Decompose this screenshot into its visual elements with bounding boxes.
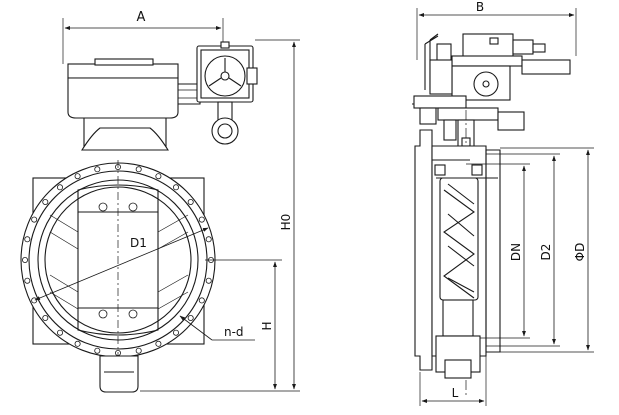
bolt-hole: [94, 166, 101, 173]
dim-d-label: ΦD: [573, 243, 587, 262]
bolt-hole: [74, 173, 81, 180]
dim-d2: D2: [486, 153, 560, 347]
bolt-hole: [57, 184, 64, 191]
bolt-hole: [42, 314, 49, 321]
bolt-hole: [187, 198, 194, 205]
bolt-hole: [187, 314, 194, 321]
dim-b-label: B: [476, 0, 484, 14]
side-body: [414, 129, 501, 379]
dim-h0-label: H0: [279, 214, 293, 231]
side-view: B: [412, 0, 594, 406]
dim-dn-label: DN: [509, 243, 523, 261]
dim-h: H: [205, 259, 282, 390]
dim-nd: n-d: [179, 315, 255, 341]
bolt-hole: [24, 277, 31, 284]
bolt-hole: [24, 236, 31, 243]
bolt-hole: [31, 297, 38, 304]
bolt-hole: [198, 216, 205, 223]
bolt-hole: [74, 340, 81, 347]
dim-l: L: [419, 356, 487, 406]
dim-h0: H0: [140, 39, 300, 392]
bolt-hole: [135, 166, 142, 173]
bolt-hole: [205, 277, 212, 284]
dim-d1-label: D1: [130, 236, 147, 250]
bolt-hole: [42, 198, 49, 205]
bolt-hole: [57, 329, 64, 336]
bolt-hole: [31, 216, 38, 223]
dim-b: B: [416, 0, 577, 60]
bolt-hole: [172, 184, 179, 191]
dim-h-label: H: [260, 321, 274, 330]
dim-d: ΦD: [500, 147, 594, 353]
dim-d1: D1: [34, 227, 209, 301]
bolt-hole: [21, 256, 28, 263]
bolt-hole: [198, 297, 205, 304]
handwheel-icon: [204, 55, 246, 97]
dim-l-label: L: [452, 386, 459, 400]
bolt-hole: [155, 340, 162, 347]
bolt-hole: [135, 347, 142, 354]
dim-dn: DN: [466, 163, 530, 339]
dim-d2-label: D2: [539, 244, 553, 261]
front-view: A: [20, 10, 300, 393]
gearbox: [67, 41, 258, 145]
dim-nd-label: n-d: [224, 325, 244, 339]
bolt-hole: [94, 347, 101, 354]
bolt-hole: [172, 329, 179, 336]
dim-a: A: [62, 10, 224, 64]
actuator: [412, 33, 571, 109]
bolt-hole: [155, 173, 162, 180]
dim-a-label: A: [137, 10, 146, 25]
bolt-hole: [205, 236, 212, 243]
